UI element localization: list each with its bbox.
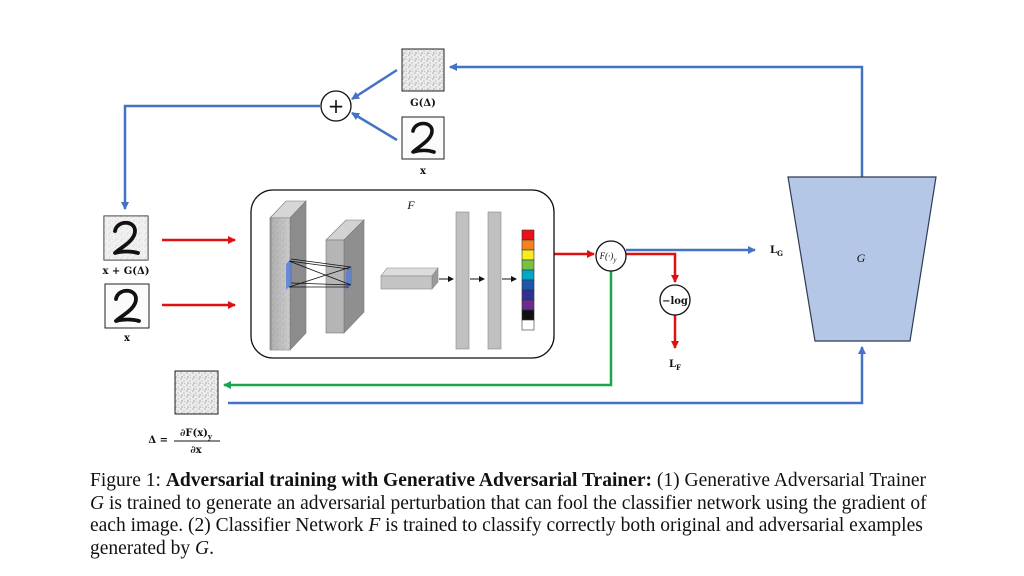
x-bottom-label: x (124, 333, 131, 344)
softmax-cell (521, 239, 535, 251)
softmax-cell (521, 299, 535, 311)
softmax-cell (521, 309, 535, 321)
svg-text:+: + (328, 94, 345, 118)
perturbation-image-top (401, 48, 445, 92)
conv-layer-2 (325, 219, 365, 334)
svg-text:∂x: ∂x (190, 445, 202, 456)
svg-text:∂F(x)y: ∂F(x)y (180, 428, 213, 441)
receptive-field (286, 258, 352, 290)
x-top-label: x (420, 166, 427, 177)
softmax-output (521, 229, 535, 331)
neg-log-node: −log (659, 284, 691, 316)
digit-image-bottom (104, 283, 150, 329)
classifier-network: F (250, 189, 555, 359)
conv-layer-1 (269, 200, 307, 351)
svg-text:−log: −log (662, 296, 688, 307)
softmax-cell (521, 229, 535, 241)
adversarial-image (103, 215, 149, 261)
gradient-arrow (223, 270, 613, 389)
x-plus-g-label: x + G(Δ) (102, 266, 149, 277)
class-score-node: F(·)y (595, 240, 627, 272)
delta-formula: Δ = ∂F(x)y ∂x (148, 428, 220, 456)
generator-loss-label: LG (770, 245, 783, 258)
softmax-cell (521, 279, 535, 291)
figure-caption: Figure 1: Adversarial training with Gene… (90, 470, 927, 559)
classifier-label: F (406, 198, 415, 212)
softmax-cell (521, 249, 535, 261)
svg-text:F(·)y: F(·)y (599, 251, 618, 264)
g-delta-label: G(Δ) (410, 98, 436, 109)
softmax-cell (521, 269, 535, 281)
red-connectors (162, 236, 679, 349)
generator-label: G (857, 251, 866, 265)
gradient-image (174, 370, 219, 415)
generator-network: G (787, 176, 937, 342)
classifier-loss-label: LF (669, 359, 681, 372)
caption-title: Adversarial training with Generative Adv… (165, 470, 653, 491)
softmax-cell (521, 319, 535, 331)
svg-text:Δ =: Δ = (148, 435, 168, 446)
digit-image-top (401, 116, 445, 160)
fc-layer-2 (487, 211, 502, 350)
softmax-cell (521, 259, 535, 271)
dense-block (380, 267, 439, 290)
gat-diagram: + G(Δ) x x + G(Δ) x F (102, 48, 937, 456)
sum-node: + (320, 90, 352, 122)
fc-layer-1 (455, 211, 470, 350)
blue-connectors (121, 63, 866, 405)
softmax-cell (521, 289, 535, 301)
